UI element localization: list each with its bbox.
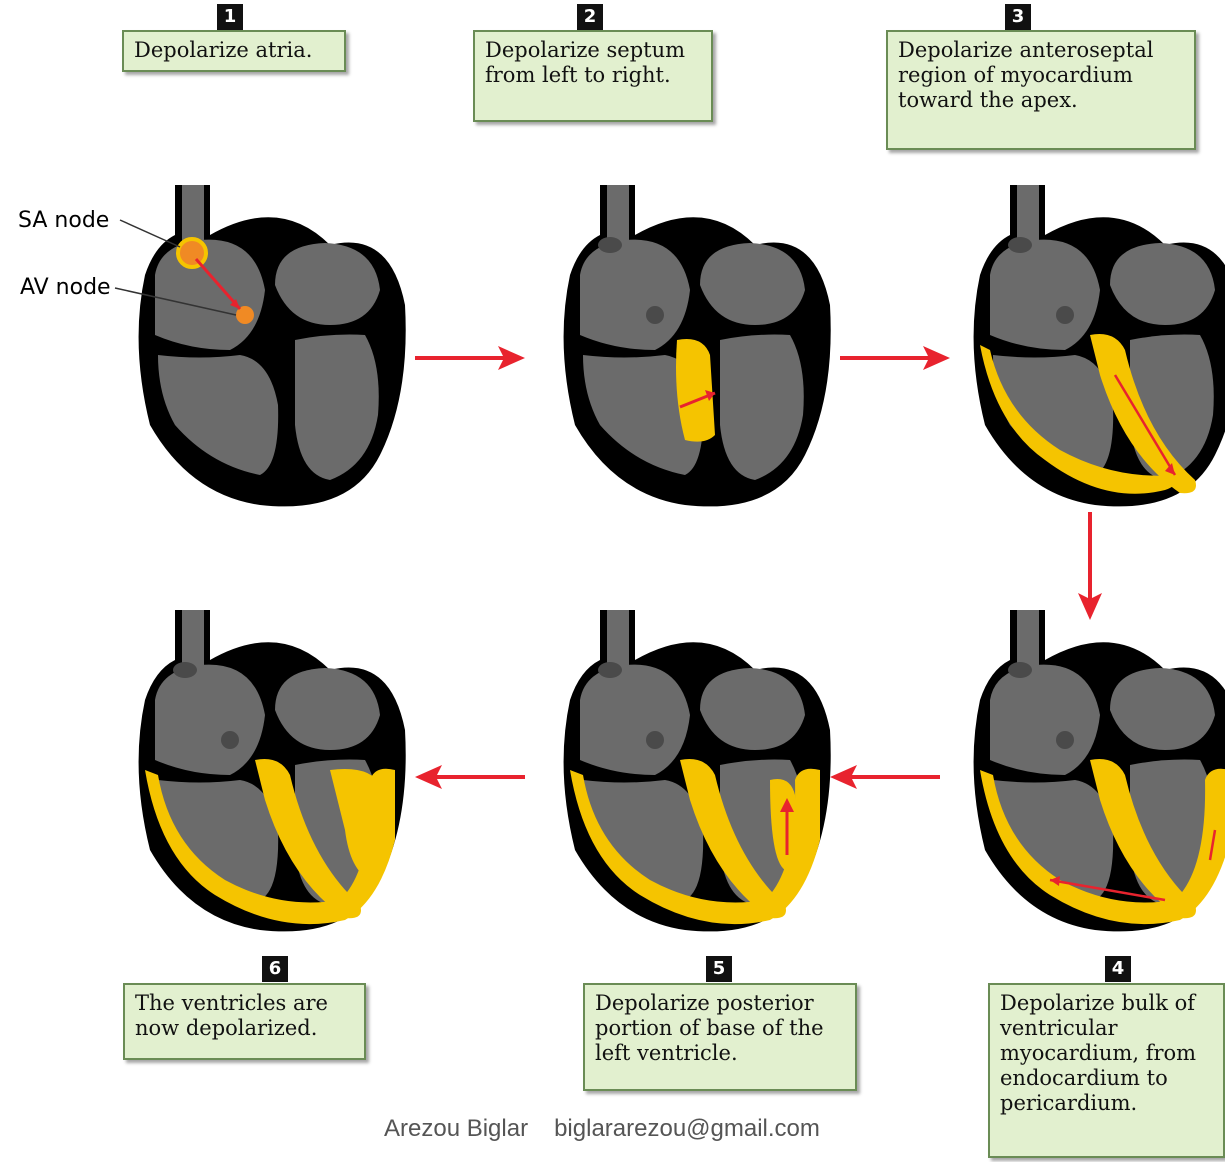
author-name: Arezou Biglar — [384, 1115, 528, 1143]
arrow-1-to-2 — [415, 346, 525, 370]
author-email: biglararezou@gmail.com — [554, 1115, 820, 1143]
arrow-4-to-5 — [830, 765, 940, 789]
credit-line: Arezou Biglar biglararezou@gmail.com — [384, 1115, 820, 1143]
arrow-5-to-6 — [415, 765, 525, 789]
arrow-2-to-3 — [840, 346, 950, 370]
arrow-3-to-4 — [1078, 512, 1102, 620]
